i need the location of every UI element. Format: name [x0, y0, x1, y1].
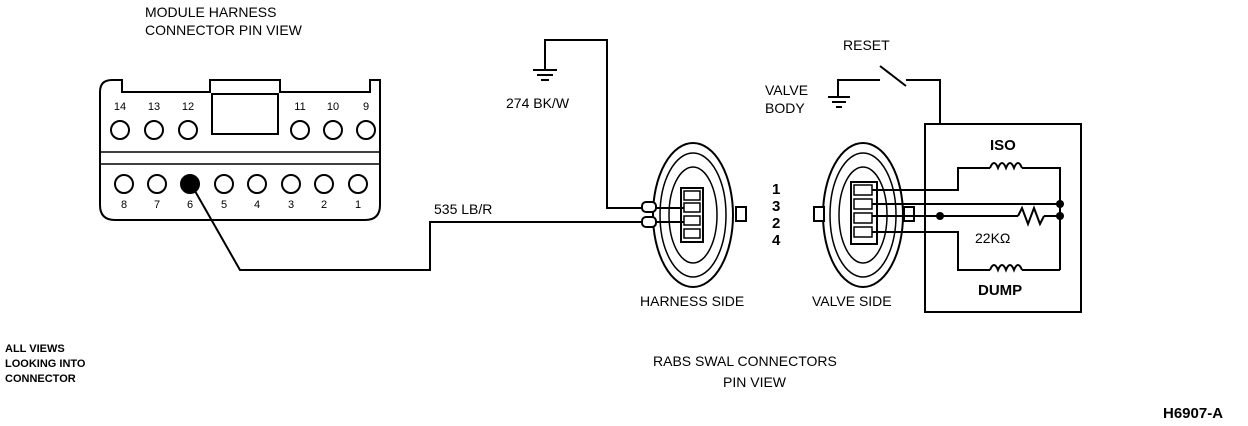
- reset-label: RESET: [843, 37, 890, 53]
- module-pin-number: 3: [288, 199, 294, 211]
- module-pin-number: 6: [187, 199, 193, 211]
- module-pin-number: 2: [321, 199, 327, 211]
- valve-connector-tab: [903, 206, 915, 222]
- figure-id: H6907-A: [1163, 405, 1223, 422]
- module-pin-number: 12: [182, 101, 194, 113]
- module-pin: [348, 174, 368, 194]
- module-pin-number: 14: [114, 101, 126, 113]
- module-pin: [323, 120, 343, 140]
- module-bottom-pins: 8 7 6 5 4 3 2 1: [114, 174, 368, 211]
- note-line1: ALL VIEWS: [5, 343, 65, 355]
- signal-wire-label: 535 LB/R: [434, 201, 492, 217]
- module-pin: [290, 120, 310, 140]
- module-pin-number: 10: [327, 101, 339, 113]
- module-pin-number: 4: [254, 199, 260, 211]
- module-connector-key: [211, 93, 279, 135]
- resistor: [1017, 205, 1045, 227]
- junction-dot: [936, 212, 944, 220]
- harness-connector-latch: [641, 216, 657, 228]
- swal-pin-number: 3: [772, 198, 780, 215]
- wiring: 274 BK/W 535 LB/R: [190, 39, 645, 271]
- valve-body-line1: VALVE: [765, 82, 808, 98]
- valve-connector-tab: [813, 206, 825, 222]
- iso-lead: [872, 167, 990, 191]
- harness-connector-ring: [659, 152, 727, 278]
- module-pin: [314, 174, 334, 194]
- module-pin-number: 5: [221, 199, 227, 211]
- module-connector-body: [99, 79, 381, 221]
- harness-connector-tab: [735, 206, 747, 222]
- module-pin: [110, 120, 130, 140]
- valve-side-label: VALVE SIDE: [812, 293, 892, 309]
- swal-caption-line2: PIN VIEW: [723, 374, 787, 390]
- module-pin-number: 9: [363, 101, 369, 113]
- reset-switch-contact: [879, 65, 907, 87]
- iso-label: ISO: [990, 137, 1016, 154]
- module-pin: [114, 174, 134, 194]
- module-pin-used: [180, 174, 200, 194]
- harness-terminal: [683, 190, 701, 201]
- dump-coil: [989, 264, 1023, 273]
- module-top-pins: 14 13 12 11 10 9: [110, 101, 376, 140]
- module-pin: [214, 174, 234, 194]
- module-title-line2: CONNECTOR PIN VIEW: [145, 22, 303, 38]
- module-pin: [144, 120, 164, 140]
- module-pin-number: 8: [121, 199, 127, 211]
- module-pin-number: 1: [355, 199, 361, 211]
- module-pin-number: 13: [148, 101, 160, 113]
- valve-terminal: [853, 212, 873, 224]
- module-pin: [147, 174, 167, 194]
- harness-side-connector: HARNESS SIDE: [640, 142, 747, 309]
- dump-lead: [872, 231, 990, 271]
- dump-label: DUMP: [978, 282, 1022, 299]
- module-pin-number: 7: [154, 199, 160, 211]
- valve-box: [924, 123, 1082, 313]
- module-title-line1: MODULE HARNESS: [145, 4, 276, 20]
- harness-connector-latch: [641, 201, 657, 213]
- junction-dot: [1056, 200, 1064, 208]
- view-note: ALL VIEWS LOOKING INTO CONNECTOR: [5, 343, 86, 385]
- module-pin: [356, 120, 376, 140]
- junction-dot: [1056, 212, 1064, 220]
- harness-connector-inner: [668, 166, 718, 264]
- iso-coil: [989, 162, 1023, 171]
- resistor-label: 22KΩ: [975, 230, 1010, 246]
- iso-lead: [1022, 167, 1061, 205]
- swal-pin-number: 2: [772, 215, 780, 232]
- swal-pin-number: 1: [772, 181, 780, 198]
- valve-circuit: RESET VALVE BODY ISO 22KΩ DUMP: [765, 37, 1082, 313]
- ground-wire-label: 274 BK/W: [506, 95, 570, 111]
- valve-side-connector: VALVE SIDE: [812, 142, 915, 309]
- module-pin: [247, 174, 267, 194]
- reset-switch-lead: [837, 79, 880, 97]
- note-line2: LOOKING INTO: [5, 358, 86, 370]
- note-line3: CONNECTOR: [5, 373, 76, 385]
- valve-body-line2: BODY: [765, 100, 805, 116]
- swal-caption-line1: RABS SWAL CONNECTORS: [653, 353, 837, 369]
- swal-pin-number: 4: [772, 232, 781, 249]
- module-pin: [281, 174, 301, 194]
- harness-side-label: HARNESS SIDE: [640, 293, 744, 309]
- ground-wire: [544, 39, 645, 209]
- harness-terminal: [683, 228, 701, 239]
- swal-pin-order: 1 3 2 4: [772, 181, 781, 249]
- module-pin: [178, 120, 198, 140]
- module-pin-number: 11: [294, 101, 305, 113]
- signal-wire: [190, 183, 645, 271]
- harness-terminal: [683, 215, 701, 226]
